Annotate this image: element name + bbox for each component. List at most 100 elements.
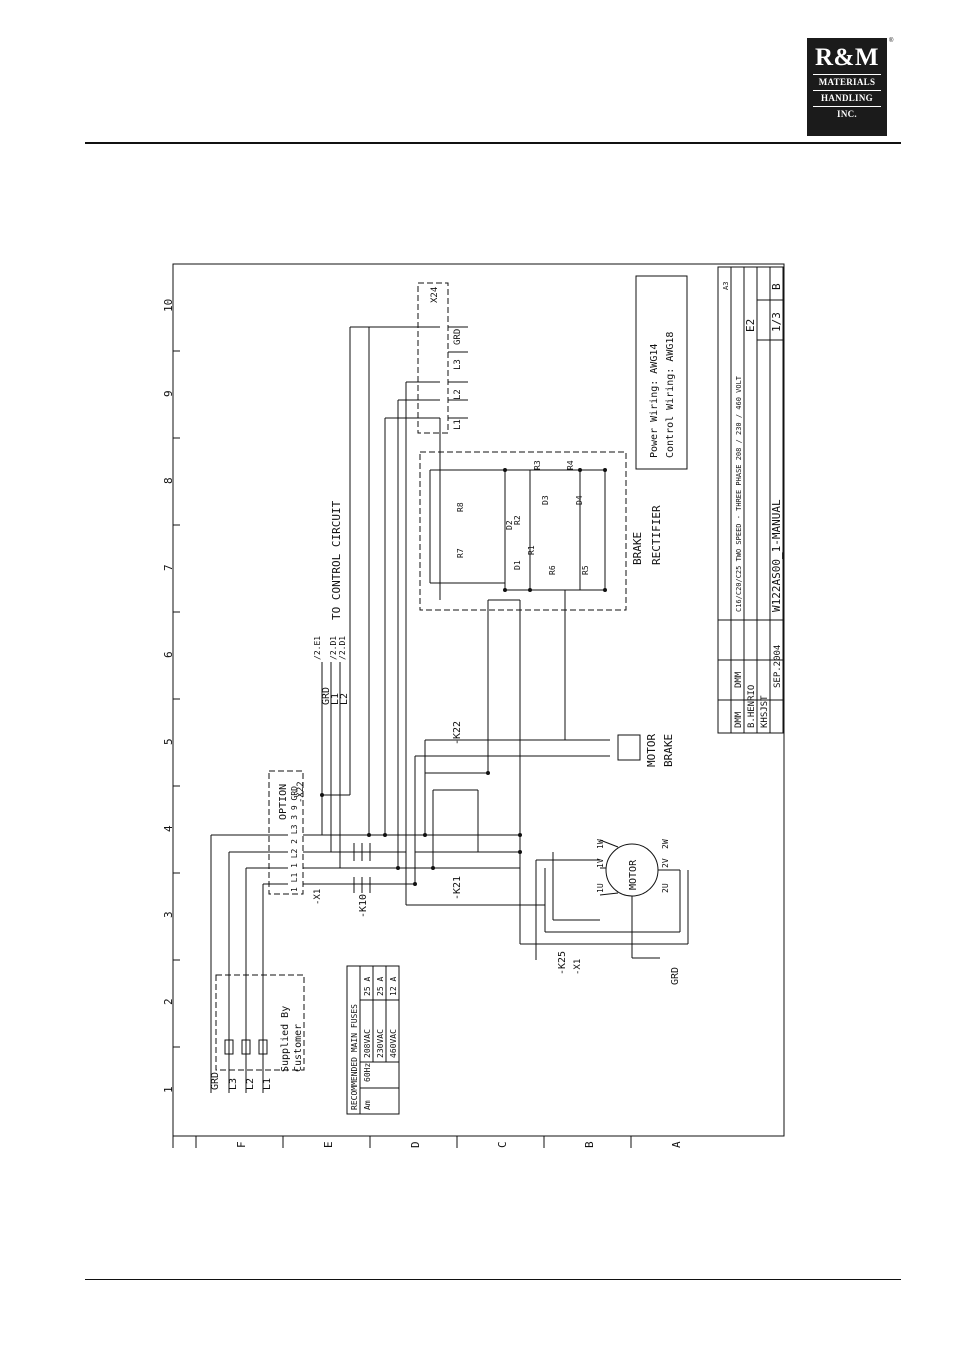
col-8: 8	[162, 477, 175, 484]
registered-mark: ®	[889, 38, 894, 44]
tb-size: A3	[722, 282, 730, 290]
fuse-freq: 60Hz	[363, 1063, 372, 1082]
col-7: 7	[162, 564, 175, 571]
brake-rectifier-label-1: BRAKE	[631, 532, 644, 565]
control-line-grd: GRD	[321, 687, 332, 705]
motor-brake-coil	[617, 734, 641, 761]
logo-rule	[813, 90, 881, 91]
part-r7: R7	[456, 548, 465, 558]
wiring-note-control: Control Wiring: AWG18	[665, 332, 676, 458]
col-9: 9	[162, 390, 175, 397]
tb-title: C16/C20/C25 TWO SPEED - THREE PHASE 208 …	[735, 375, 743, 612]
tb-issue: B	[770, 283, 783, 290]
tb-checked: KHSJST	[760, 695, 770, 728]
part-d1: D1	[513, 560, 522, 570]
control-line-l1: L1	[330, 693, 341, 705]
col-1: 1	[162, 1086, 175, 1093]
row-b: B	[583, 1141, 596, 1148]
row-ticks	[195, 1136, 632, 1148]
title-block-grid	[718, 267, 783, 733]
tb-appr: DMM	[734, 671, 744, 688]
part-r3: R3	[533, 460, 542, 470]
feeder-lines	[368, 327, 545, 906]
logo-brand: R&M	[815, 44, 879, 71]
k21-label: -K21	[452, 876, 463, 900]
control-ref-3: /2.D1	[338, 636, 347, 660]
fuse-table-grid	[359, 966, 399, 1114]
k10-contactor-symbol	[353, 843, 371, 893]
tb-date: SEP.2004	[773, 645, 783, 688]
k22-label: -K22	[452, 721, 463, 745]
supply-grd: GRD	[210, 1072, 221, 1090]
control-ref-2: /2.D1	[329, 636, 338, 660]
x1b-label: -X1	[573, 959, 583, 975]
row-d: D	[409, 1141, 422, 1148]
motor-2w: 2W	[661, 839, 670, 849]
header-rule	[85, 142, 901, 144]
fuse-volt-460: 460VAC	[389, 1029, 398, 1058]
x24-l1: L1	[453, 419, 463, 430]
title-block	[717, 266, 784, 734]
logo-rule	[813, 106, 881, 107]
col-10: 10	[162, 299, 175, 312]
control-feed-lines	[321, 326, 440, 868]
logo-rule	[813, 74, 881, 75]
rectifier-internal	[429, 418, 606, 740]
motor-1v: 1V	[596, 858, 605, 868]
row-a: A	[670, 1141, 683, 1148]
footer-rule	[85, 1279, 901, 1280]
supply-l1: L1	[262, 1078, 273, 1090]
motor-1u: 1U	[596, 883, 605, 893]
row-c: C	[496, 1141, 509, 1148]
motor-leads	[599, 839, 680, 959]
company-logo: R&M MATERIALS HANDLING INC.	[807, 38, 887, 136]
tb-sheet: E2	[744, 319, 757, 332]
supply-conductors	[210, 834, 288, 1093]
part-r4: R4	[566, 460, 575, 470]
terminal-row-label: 1 L1 1 L2 2 L3 3 9 GRD	[290, 786, 299, 892]
main-bus-lines	[303, 834, 520, 885]
x1-label: -X1	[313, 889, 323, 905]
col-6: 6	[162, 651, 175, 658]
motor-label: MOTOR	[628, 859, 639, 890]
motor-brake-label-2: BRAKE	[662, 734, 675, 767]
wiring-note-box	[635, 275, 688, 470]
fuse-amps-208: 25 A	[363, 977, 372, 996]
x22-terminal-box	[268, 770, 304, 895]
column-ticks	[173, 350, 180, 1048]
x24-grd: GRD	[453, 329, 463, 345]
col-5: 5	[162, 738, 175, 745]
motor-1w: 1W	[596, 839, 605, 849]
junction-dots	[320, 468, 607, 886]
part-r2: R2	[513, 515, 522, 525]
row-letters: F E D C B A	[235, 1141, 683, 1148]
motor-brake-label-1: MOTOR	[645, 734, 658, 767]
control-line-l2: L2	[339, 693, 350, 705]
tb-design: B.HENRIO	[747, 685, 757, 728]
x24-label: X24	[430, 287, 440, 303]
brake-rectifier-label-2: RECTIFIER	[650, 505, 663, 565]
x24-l2: L2	[453, 389, 463, 400]
supplied-by-1: Supplied By	[280, 1006, 291, 1072]
motor-2u: 2U	[661, 883, 670, 893]
tb-sheet-of: 1/3	[770, 312, 783, 332]
option-label: OPTION	[278, 784, 289, 820]
main-fuses	[224, 1039, 268, 1055]
col-3: 3	[162, 911, 175, 918]
brake-rectifier-box	[419, 451, 627, 611]
control-circuit-label: TO CONTROL CIRCUIT	[330, 500, 343, 620]
tb-drawn: DMM	[734, 711, 744, 728]
part-r8: R8	[456, 502, 465, 512]
k21-k22-contactors	[398, 600, 689, 945]
x24-terminal-box	[417, 282, 449, 434]
part-r5: R5	[581, 565, 590, 575]
customer-supply-box	[215, 974, 305, 1071]
part-d2: D2	[505, 520, 514, 530]
fuse-amps-230: 25 A	[376, 977, 385, 996]
row-e: E	[322, 1141, 335, 1148]
control-ref-1: /2.E1	[313, 636, 322, 660]
x24-l3: L3	[453, 359, 463, 370]
part-r1: R1	[527, 545, 536, 555]
supplied-by-2: Customer	[293, 1024, 304, 1072]
wiring-note-power: Power Wiring: AWG14	[649, 344, 660, 458]
